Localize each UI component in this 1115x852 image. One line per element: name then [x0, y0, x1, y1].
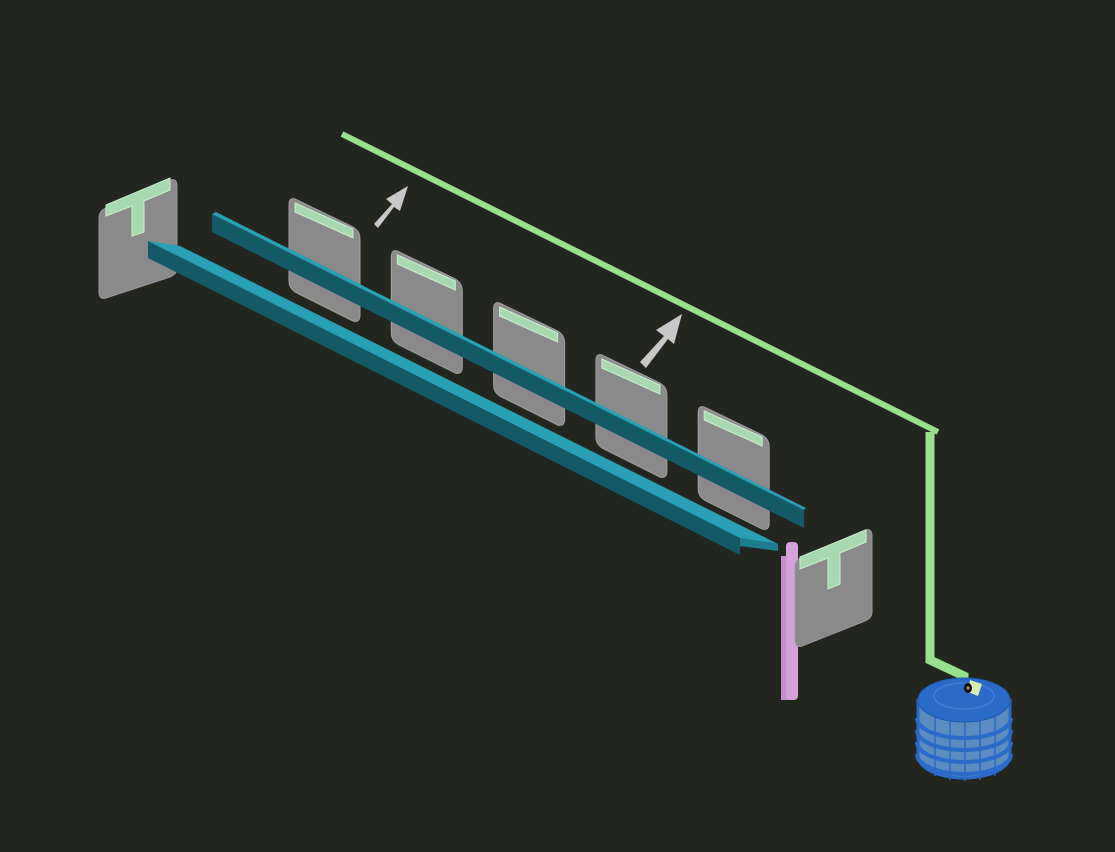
t-label-icon — [105, 177, 171, 237]
panel-label-strip — [499, 306, 559, 343]
panel-label-strip — [396, 254, 456, 291]
right-end-panel[interactable] — [794, 529, 873, 647]
valve-icon — [968, 680, 982, 696]
arrow-up-icon — [374, 186, 682, 368]
panel-label-strip — [601, 358, 661, 395]
lower-rail[interactable] — [148, 241, 778, 555]
panel-label-strip — [294, 202, 354, 239]
upper-rail[interactable] — [212, 212, 806, 528]
panel-label-strip — [703, 410, 763, 447]
t-label-icon — [799, 529, 867, 590]
left-end-panel[interactable] — [98, 177, 178, 299]
water-tank[interactable] — [915, 677, 1013, 781]
